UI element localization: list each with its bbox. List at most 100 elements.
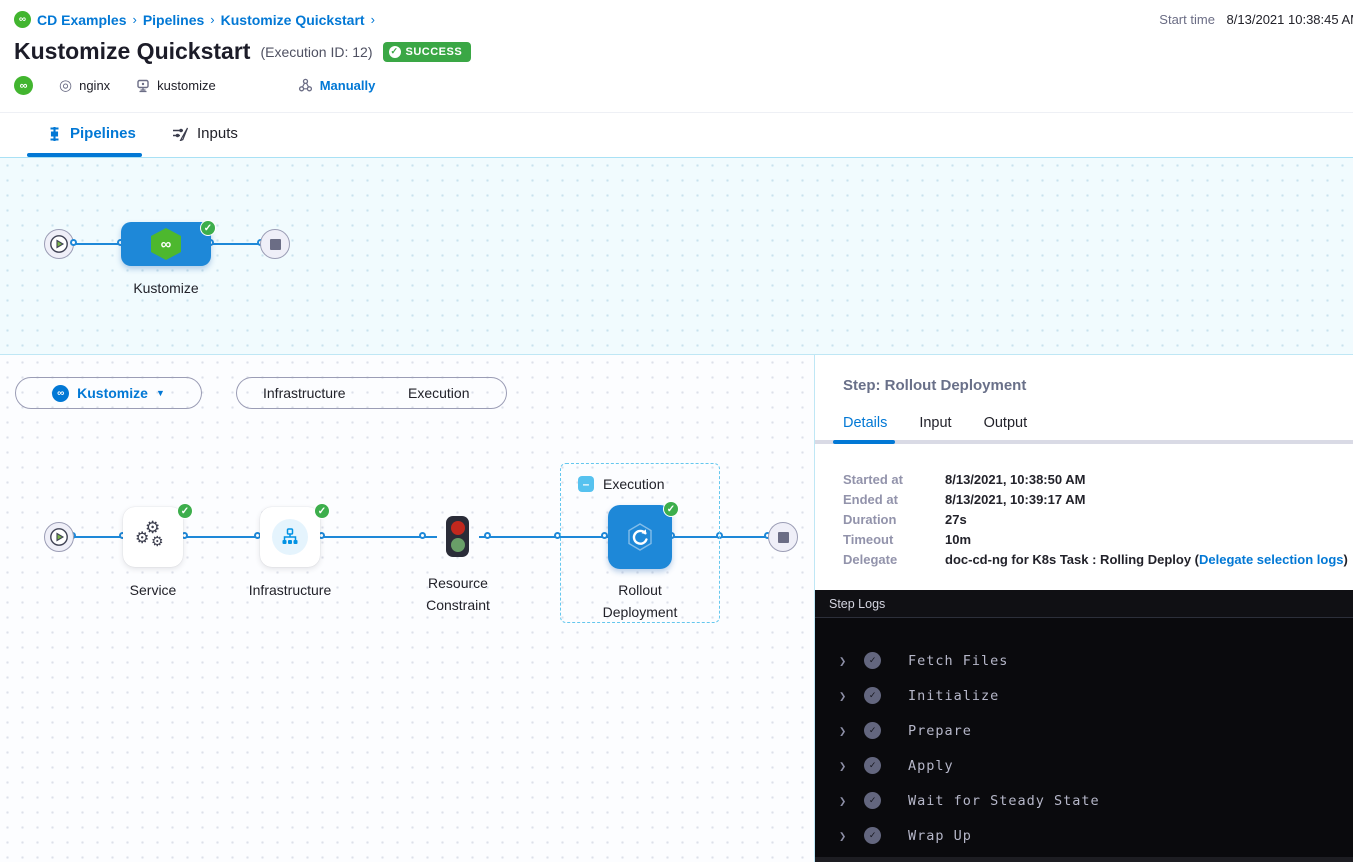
connector-dot (601, 532, 608, 539)
connector-dot (419, 532, 426, 539)
log-section-label: Prepare (908, 722, 972, 739)
detail-row-started-at: Started at 8/13/2021, 10:38:50 AM (843, 470, 1348, 490)
pipelines-icon (47, 126, 62, 142)
stage-node-kustomize[interactable]: ∞ (121, 222, 211, 266)
step-panel-title: Step: Rollout Deployment (843, 377, 1027, 394)
step-node-service[interactable]: ⚙ ⚙ ⚙ (123, 507, 183, 567)
traffic-light-icon[interactable] (446, 516, 469, 557)
delegate-text: doc-cd-ng for K8s Task : Rolling Deploy … (945, 552, 1199, 567)
start-time-label: Start time (1159, 12, 1215, 27)
rollout-label-line1: Rollout (618, 582, 662, 598)
toggle-infrastructure[interactable]: Infrastructure (263, 385, 346, 401)
logs-scrollbar[interactable] (815, 857, 1353, 862)
detail-value: doc-cd-ng for K8s Task : Rolling Deploy … (945, 550, 1348, 570)
tab-details[interactable]: Details (843, 415, 888, 431)
tab-inputs-label: Inputs (197, 125, 238, 142)
tag-service[interactable]: ◎ nginx (59, 78, 110, 93)
tag-harness: ∞ (14, 76, 33, 95)
detail-value: 27s (945, 512, 967, 527)
log-section-apply[interactable]: ❯ ✓ Apply (815, 748, 1353, 783)
detail-label: Ended at (843, 492, 898, 507)
log-section-label: Apply (908, 757, 954, 774)
view-toggle: Infrastructure Execution (236, 377, 507, 409)
environment-name: kustomize (157, 78, 216, 93)
step-panel-tab-divider (815, 440, 1353, 444)
tag-trigger[interactable]: Manually (298, 78, 376, 93)
log-section-initialize[interactable]: ❯ ✓ Initialize (815, 678, 1353, 713)
status-badge: ✓ SUCCESS (382, 41, 472, 62)
tab-pipelines-label: Pipelines (70, 125, 136, 142)
resource-label-line1: Resource (428, 575, 488, 591)
trigger-type[interactable]: Manually (319, 78, 376, 93)
step-node-rollout-deployment[interactable] (608, 505, 672, 569)
traffic-green-light (450, 538, 465, 552)
active-tab-indicator (833, 440, 895, 444)
chevron-right-icon[interactable]: ❯ (839, 653, 847, 668)
success-check-icon: ✓ (177, 503, 193, 519)
step-logs-header: Step Logs (815, 590, 1353, 618)
chevron-right-icon[interactable]: ❯ (839, 828, 847, 843)
page-title: Kustomize Quickstart (14, 38, 251, 64)
success-check-icon: ✓ (663, 501, 679, 517)
chevron-right-icon: › (210, 12, 215, 27)
step-detail-rows: Started at 8/13/2021, 10:38:50 AM Ended … (843, 470, 1348, 570)
connector-line (320, 536, 437, 538)
step-details-panel: Step: Rollout Deployment Details Input O… (815, 355, 1353, 862)
success-check-icon: ✓ (864, 827, 881, 844)
success-check-icon: ✓ (200, 220, 216, 236)
stage-selector-dropdown[interactable]: ∞ Kustomize ▼ (15, 377, 202, 409)
start-time-value: 8/13/2021 10:38:45 AM (1226, 12, 1353, 27)
harness-cd-icon: ∞ (52, 384, 70, 402)
log-section-prepare[interactable]: ❯ ✓ Prepare (815, 713, 1353, 748)
start-time: Start time 8/13/2021 10:38:45 AM (1159, 12, 1353, 27)
tab-output[interactable]: Output (983, 415, 1028, 431)
collapse-group-icon[interactable]: – (578, 476, 594, 492)
chevron-right-icon: › (132, 12, 137, 27)
execution-start-node (44, 522, 74, 552)
tab-input[interactable]: Input (919, 415, 952, 431)
success-check-icon: ✓ (864, 687, 881, 704)
breadcrumb: ∞ CD Examples › Pipelines › Kustomize Qu… (14, 11, 375, 28)
log-section-fetch-files[interactable]: ❯ ✓ Fetch Files (815, 643, 1353, 678)
log-section-wrap-up[interactable]: ❯ ✓ Wrap Up (815, 818, 1353, 853)
resource-label-line2: Constraint (426, 596, 490, 613)
breadcrumb-kustomize-quickstart[interactable]: Kustomize Quickstart (220, 11, 365, 28)
tab-inputs[interactable]: Inputs (172, 125, 238, 142)
pipeline-end-node (260, 229, 290, 259)
connector-line (74, 536, 124, 538)
step-label-infrastructure: Infrastructure (248, 582, 332, 598)
delegate-selection-logs-link[interactable]: Delegate selection logs (1199, 552, 1344, 567)
active-tab-indicator (27, 153, 142, 157)
stage-label: Kustomize (133, 280, 199, 296)
chevron-right-icon[interactable]: ❯ (839, 793, 847, 808)
execution-graph-canvas[interactable]: ∞ Kustomize ▼ Infrastructure Execution (0, 355, 815, 862)
detail-value: 8/13/2021, 10:38:50 AM (945, 472, 1086, 487)
step-label-resource-constraint: Resource Constraint (398, 573, 518, 616)
rollout-icon (628, 523, 652, 551)
tab-pipelines[interactable]: Pipelines (47, 125, 136, 142)
chevron-right-icon: › (370, 12, 375, 27)
breadcrumb-cd-examples[interactable]: CD Examples (37, 11, 127, 28)
execution-end-node (768, 522, 798, 552)
toggle-execution[interactable]: Execution (408, 385, 470, 401)
connector-line (74, 243, 122, 245)
step-node-infrastructure[interactable] (260, 507, 320, 567)
stage-graph-canvas[interactable]: ∞ ✓ Kustomize (0, 158, 1353, 355)
execution-id: (Execution ID: 12) (260, 43, 373, 60)
chevron-right-icon[interactable]: ❯ (839, 723, 847, 738)
log-section-wait-for-steady-state[interactable]: ❯ ✓ Wait for Steady State (815, 783, 1353, 818)
play-icon (50, 235, 68, 253)
delegate-text-suffix: ) (1343, 552, 1348, 567)
success-check-icon: ✓ (864, 757, 881, 774)
tag-environment[interactable]: kustomize (136, 78, 216, 93)
step-label-service: Service (129, 582, 177, 598)
service-name: nginx (79, 78, 111, 93)
chevron-right-icon[interactable]: ❯ (839, 688, 847, 703)
detail-row-duration: Duration 27s (843, 510, 1348, 530)
stop-icon (777, 531, 789, 543)
stop-icon (269, 238, 281, 250)
chevron-right-icon[interactable]: ❯ (839, 758, 847, 773)
trigger-icon (298, 78, 313, 93)
breadcrumb-pipelines[interactable]: Pipelines (142, 11, 205, 28)
detail-row-ended-at: Ended at 8/13/2021, 10:39:17 AM (843, 490, 1348, 510)
